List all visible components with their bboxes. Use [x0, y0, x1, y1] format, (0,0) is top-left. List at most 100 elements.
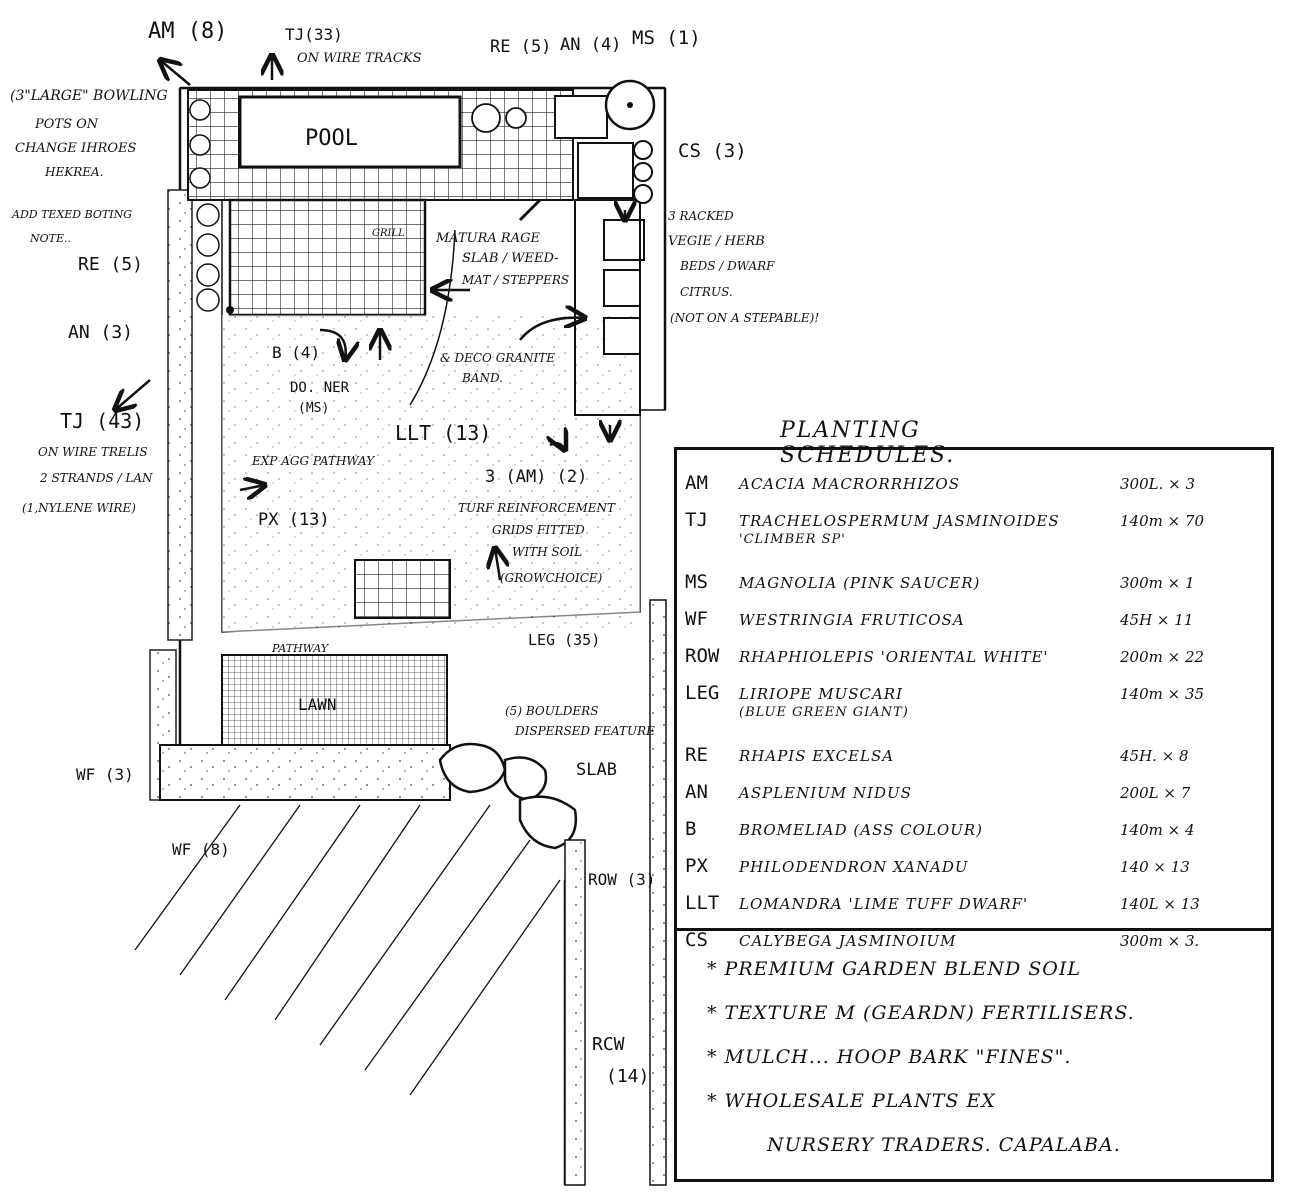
label-pots-note-6: NOTE.. [29, 232, 71, 245]
schedule-code: RE [685, 744, 708, 766]
schedule-plant-name-text: TRACHELOSPERMUM JASMINOIDES [739, 512, 1060, 530]
label-am8: AM (8) [148, 19, 227, 44]
label-am2: 3 (AM) (2) [485, 467, 587, 487]
label-row3: ROW (3) [588, 870, 655, 889]
label-tj33-note: ON WIRE TRACKS [297, 51, 422, 66]
label-veg-note-5: (NOT ON A STEPABLE)! [670, 311, 819, 325]
schedule-plant-name-text: RHAPIS EXCELSA [739, 747, 895, 765]
schedule-code: LLT [685, 892, 720, 914]
schedule-plant-name: TRACHELOSPERMUM JASMINOIDES 'CLIMBER SP' [739, 512, 1120, 547]
schedule-quantity: 300m × 1 [1120, 574, 1195, 592]
label-deco-2: BAND. [461, 371, 503, 385]
schedule-plant-name: BROMELIAD (ASS COLOUR) [739, 821, 1120, 839]
schedule-code: ROW [685, 645, 720, 667]
label-slab-note-2: SLAB / WEED- [462, 251, 559, 266]
right-garden-strip [564, 839, 586, 1186]
schedule-row: PX PHILODENDRON XANADU 140 × 13 [685, 855, 1270, 892]
schedule-plant-name-text: MAGNOLIA (PINK SAUCER) [739, 574, 981, 592]
label-cs3: CS (3) [678, 140, 747, 162]
schedule-quantity: 140m × 70 [1120, 512, 1205, 530]
label-veg-note-3: BEDS / DWARF [679, 259, 775, 273]
veggie-beds [574, 140, 653, 416]
schedule-plant-name-text: WESTRINGIA FRUTICOSA [739, 611, 965, 629]
schedule-plant-name-text: CALYBEGA JASMINOIUM [739, 932, 957, 950]
driveway-hatching [134, 804, 561, 1096]
schedule-code: MS [685, 571, 708, 593]
schedule-quantity: 140m × 4 [1120, 821, 1195, 839]
label-re5-left: RE (5) [78, 254, 143, 275]
label-llt13: LLT (13) [395, 421, 491, 445]
schedule-code: WF [685, 608, 708, 630]
label-boulders-1: (5) BOULDERS [505, 704, 598, 718]
schedule-plant-name-text: BROMELIAD (ASS COLOUR) [739, 821, 983, 839]
label-grill: GRILL [372, 228, 405, 239]
label-pots-note-3: CHANGE IHROES [15, 141, 136, 156]
label-an3: AN (3) [68, 322, 133, 343]
schedule-quantity: 45H. × 8 [1120, 747, 1189, 765]
schedule-plant-name-text: LOMANDRA 'LIME TUFF DWARF' [739, 895, 1029, 913]
schedule-code: AM [685, 472, 708, 494]
label-tj33: TJ(33) [285, 25, 343, 44]
schedule-plant-name-text: ASPLENIUM NIDUS [739, 784, 912, 802]
label-px13: PX (13) [258, 510, 330, 530]
label-exp-path: EXP AGG PATHWAY [251, 454, 375, 468]
label-wf8: WF (8) [172, 840, 230, 859]
schedule-plant-name: LOMANDRA 'LIME TUFF DWARF' [739, 895, 1120, 913]
schedule-notes: * PREMIUM GARDEN BLEND SOIL* TEXTURE M (… [707, 958, 1257, 1178]
schedule-quantity: 140 × 13 [1120, 858, 1190, 876]
schedule-plant-name: RHAPIS EXCELSA [739, 747, 1120, 765]
pool-area [187, 79, 656, 201]
schedule-code: CS [685, 929, 708, 951]
label-turf-1: TURF REINFORCEMENT [458, 501, 616, 515]
schedule-plant-name: ASPLENIUM NIDUS [739, 784, 1120, 802]
schedule-code: PX [685, 855, 708, 877]
label-rcw14-1: RCW [592, 1034, 625, 1055]
pool [238, 95, 462, 169]
schedule-plant-name: RHAPHIOLEPIS 'ORIENTAL WHITE' [739, 648, 1120, 666]
schedule-note: * PREMIUM GARDEN BLEND SOIL [707, 958, 1082, 980]
turf-reinforcement-grid [354, 559, 451, 619]
stepper-slab-grid [196, 198, 427, 317]
label-veg-note-4: CITRUS. [680, 285, 733, 299]
label-pots-note-5: ADD TEXED BOTING [11, 208, 132, 221]
label-do-ner: DO. NER [290, 380, 350, 396]
schedule-row: AN ASPLENIUM NIDUS 200L × 7 [685, 781, 1270, 818]
schedule-plant-name-text: LIRIOPE MUSCARI [739, 685, 904, 703]
schedule-quantity: 300m × 3. [1120, 932, 1200, 950]
label-ms-small: (MS) [298, 401, 329, 416]
bottom-garden-bed [159, 744, 451, 801]
schedule-code: AN [685, 781, 708, 803]
boulders [438, 742, 578, 850]
schedule-quantity: 140m × 35 [1120, 685, 1205, 703]
schedule-quantity: 200L × 7 [1120, 784, 1191, 802]
label-ms1: MS (1) [632, 27, 701, 49]
schedule-plant-subname: 'CLIMBER SP' [739, 532, 846, 547]
schedule-plant-name: PHILODENDRON XANADU [739, 858, 1120, 876]
label-deco-1: & DECO GRANITE [440, 351, 555, 365]
label-tj43: TJ (43) [60, 409, 144, 433]
schedule-plant-name: CALYBEGA JASMINOIUM [739, 932, 1120, 950]
schedule-plant-name-text: PHILODENDRON XANADU [739, 858, 969, 876]
schedule-note: NURSERY TRADERS. CAPALABA. [767, 1134, 1121, 1156]
label-pots-note-1: (3"LARGE" BOWLING [10, 88, 168, 104]
label-b4: B (4) [272, 343, 320, 362]
label-pots-note-2: POTS ON [34, 117, 99, 132]
plan-labels: AM (8) TJ(33) ON WIRE TRACKS RE (5) AN (… [10, 19, 819, 1087]
schedule-row: TJ TRACHELOSPERMUM JASMINOIDES 'CLIMBER SP… [685, 509, 1270, 571]
label-slab-note-3: MAT / STEPPERS [461, 273, 569, 287]
label-tj43-note-2: 2 STRANDS / LAN [39, 471, 153, 485]
schedule-row: RE RHAPIS EXCELSA 45H. × 8 [685, 744, 1270, 781]
schedule-note: * WHOLESALE PLANTS EX [707, 1090, 996, 1112]
schedule-plant-name-text: ACACIA MACRORRHIZOS [739, 475, 960, 493]
schedule-code: TJ [685, 509, 708, 531]
label-boulders-2: DISPERSED FEATURE [514, 724, 655, 738]
schedule-code: B [685, 818, 697, 840]
schedule-quantity: 140L × 13 [1120, 895, 1200, 913]
label-pool: POOL [305, 126, 358, 151]
label-pots-note-4: HEKREA. [44, 165, 103, 179]
schedule-divider [677, 928, 1271, 931]
